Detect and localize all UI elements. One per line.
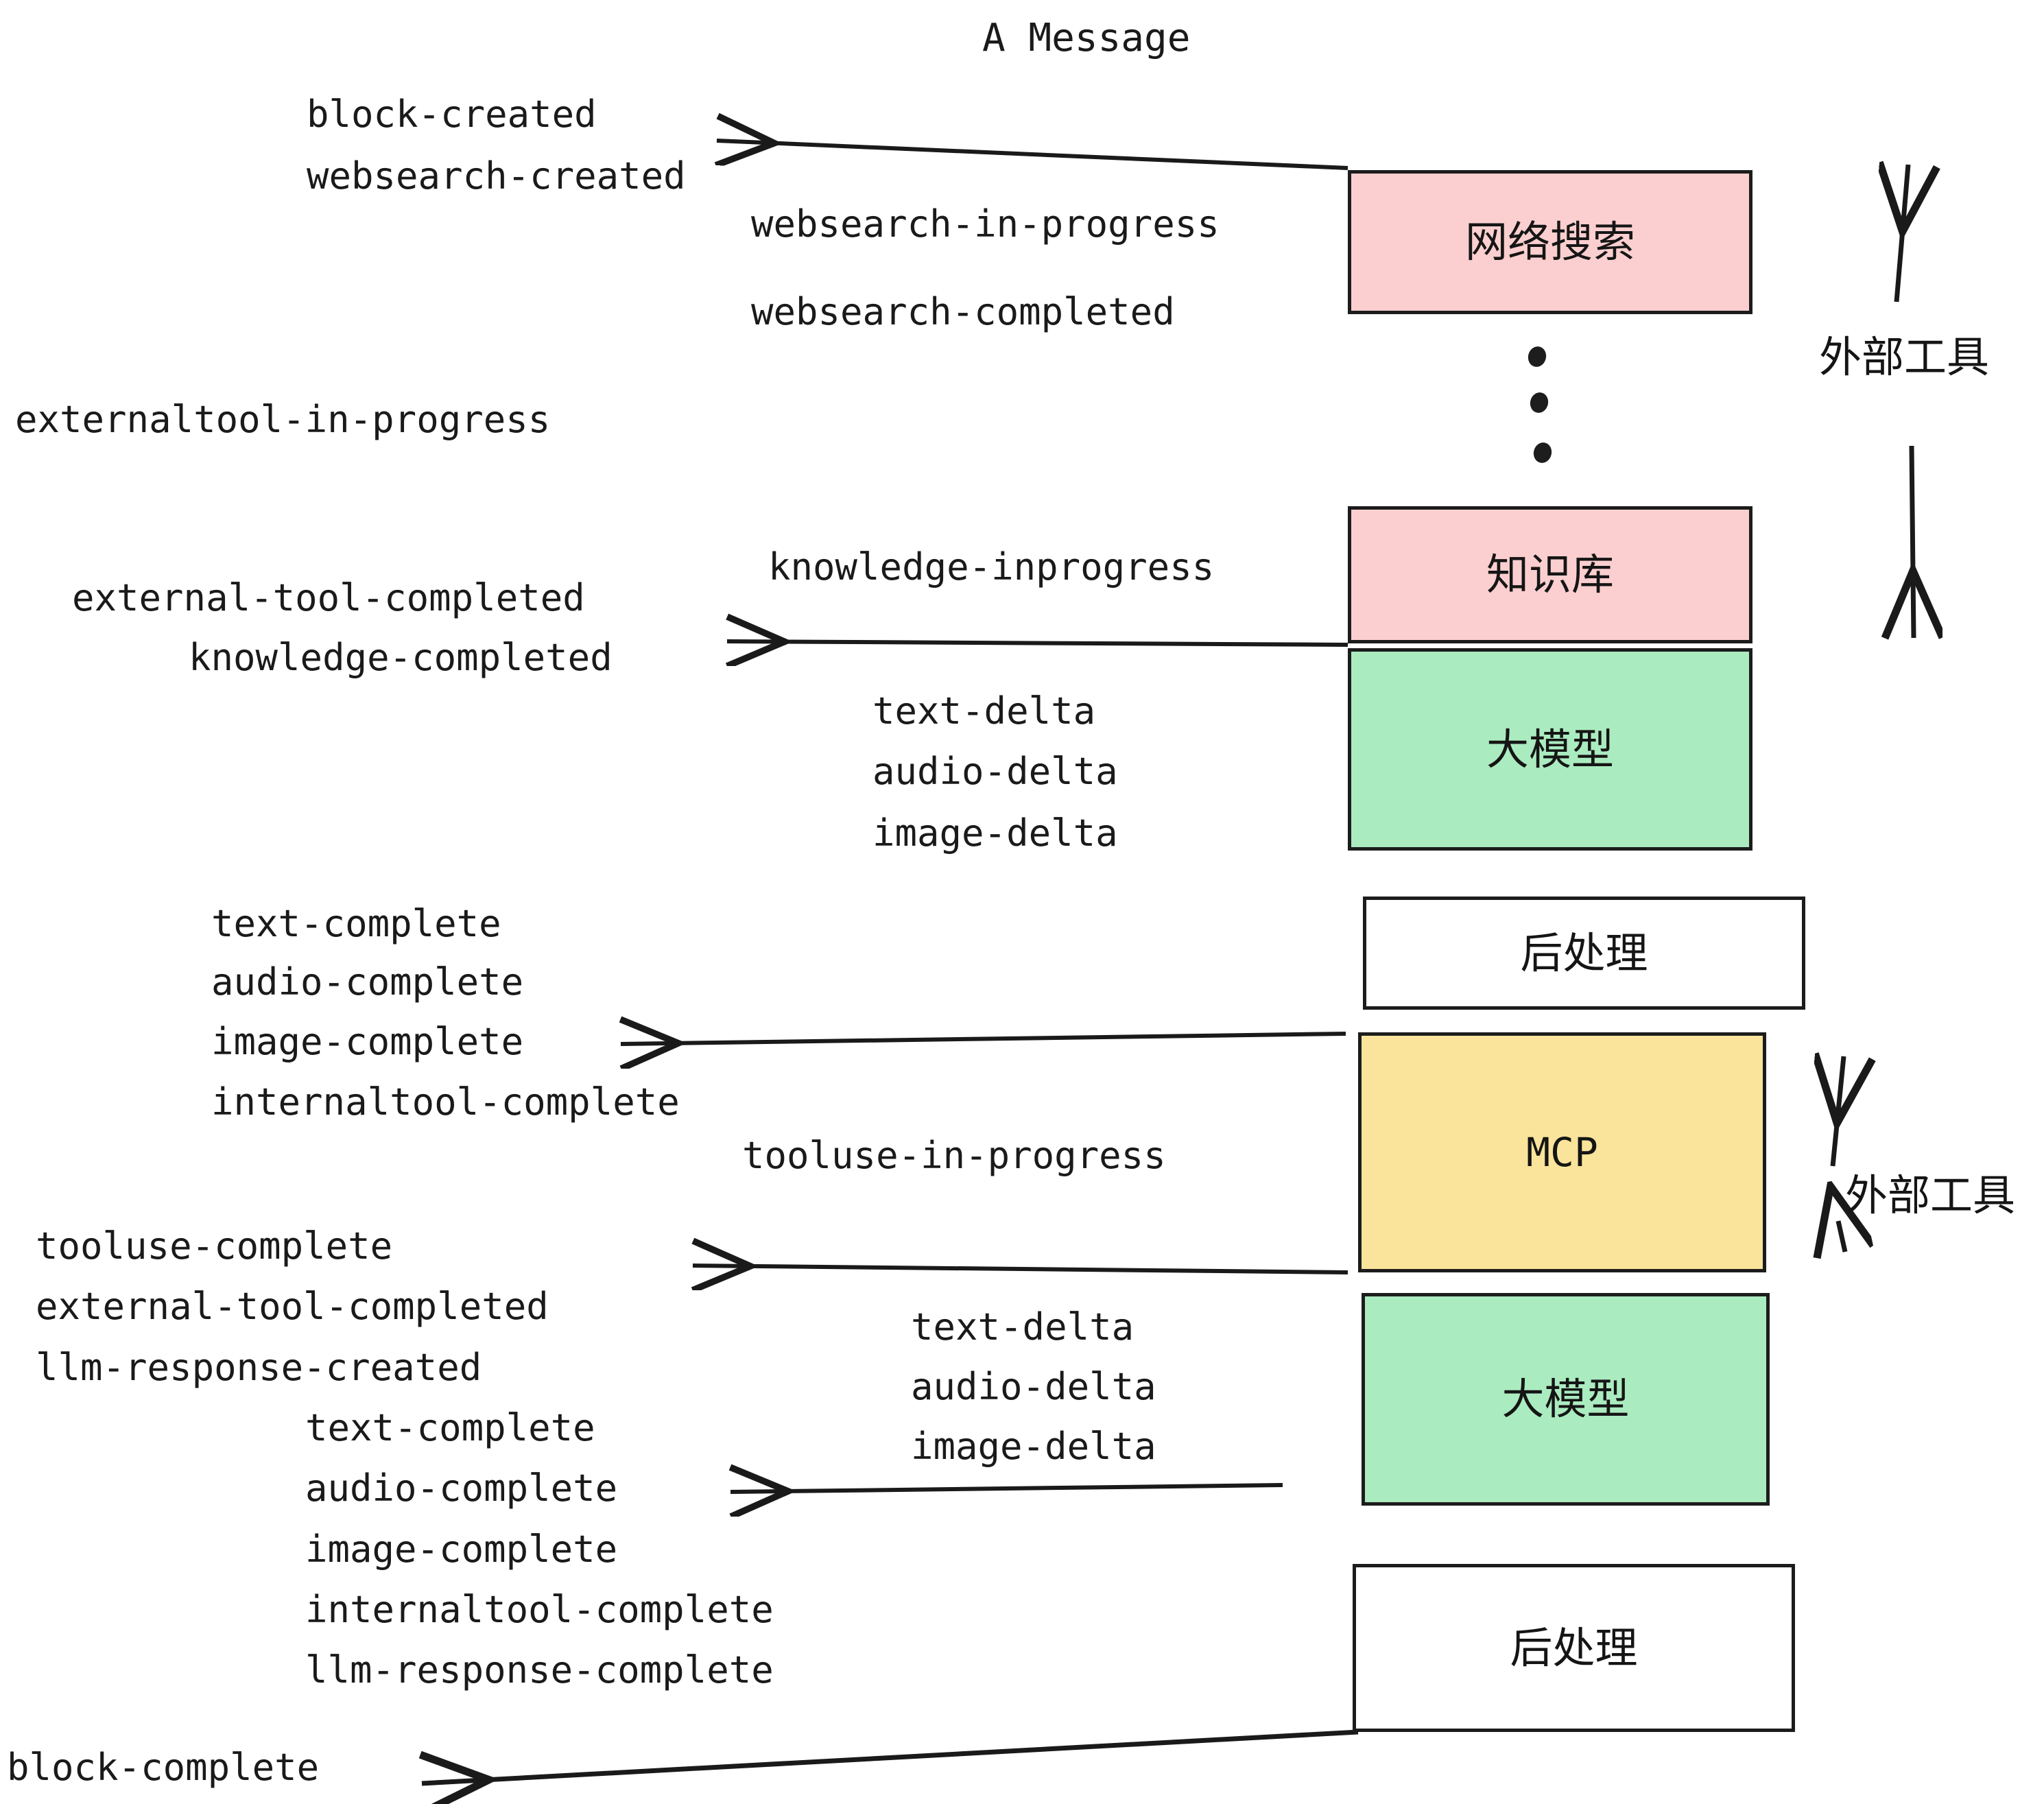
event-external-tool-completed-1: external-tool-completed <box>72 576 585 619</box>
connector-mcp-to-tooluse-complete <box>693 1266 1348 1272</box>
event-internaltool-complete-1: internaltool-complete <box>211 1080 680 1124</box>
event-external-tool-completed-2: external-tool-completed <box>36 1285 549 1328</box>
event-knowledge-completed: knowledge-completed <box>189 636 613 679</box>
node-postprocess-2[interactable]: 后处理 <box>1353 1564 1795 1732</box>
event-audio-complete-2: audio-complete <box>305 1467 618 1510</box>
event-block-created: block-created <box>307 93 597 136</box>
event-text-delta-2: text-delta <box>911 1305 1134 1349</box>
event-internaltool-complete-2: internaltool-complete <box>305 1588 774 1631</box>
node-llm-1[interactable]: 大模型 <box>1348 648 1752 851</box>
node-knowledge[interactable]: 知识库 <box>1348 506 1752 643</box>
connector-llm2-to-audio-complete <box>730 1485 1283 1492</box>
event-text-complete-1: text-complete <box>211 902 501 945</box>
external-tools-down-arrow-top <box>1912 445 1914 638</box>
event-websearch-completed: websearch-completed <box>751 290 1175 333</box>
external-tools-up-arrow-top <box>1897 165 1908 302</box>
event-audio-complete-1: audio-complete <box>211 960 524 1004</box>
connector-knowledge-to-completed <box>727 641 1348 645</box>
event-block-complete: block-complete <box>7 1746 320 1789</box>
node-postprocess-2-label: 后处理 <box>1510 1622 1638 1673</box>
connector-postprocess2-to-block-complete <box>422 1729 1359 1783</box>
event-image-complete-1: image-complete <box>211 1020 524 1063</box>
event-llm-response-complete: llm-response-complete <box>305 1648 774 1692</box>
connector-websearch-to-created <box>717 141 1348 170</box>
event-image-delta-2: image-delta <box>911 1425 1156 1468</box>
event-image-complete-2: image-complete <box>305 1528 618 1571</box>
node-websearch-label: 网络搜索 <box>1464 217 1635 267</box>
ellipsis-dot-1 <box>1525 344 1549 369</box>
ellipsis-dot-2 <box>1528 390 1551 415</box>
event-llm-response-created: llm-response-created <box>36 1346 482 1389</box>
event-audio-delta-2: audio-delta <box>911 1365 1156 1408</box>
node-mcp-label: MCP <box>1526 1129 1598 1176</box>
diagram-title: A Message <box>982 16 1191 60</box>
connector-mcp-to-image-complete <box>621 1034 1346 1044</box>
node-llm-2[interactable]: 大模型 <box>1362 1293 1770 1506</box>
node-websearch[interactable]: 网络搜索 <box>1348 170 1752 314</box>
node-postprocess-1-label: 后处理 <box>1520 927 1648 978</box>
external-tools-up-arrow-bottom <box>1833 1056 1844 1167</box>
event-websearch-created: websearch-created <box>307 154 686 198</box>
node-llm-1-label: 大模型 <box>1486 724 1614 774</box>
node-knowledge-label: 知识库 <box>1486 549 1614 600</box>
event-audio-delta-1: audio-delta <box>872 750 1118 793</box>
node-llm-2-label: 大模型 <box>1501 1374 1630 1424</box>
event-image-delta-1: image-delta <box>872 811 1118 855</box>
event-tooluse-in-progress: tooluse-in-progress <box>742 1134 1166 1177</box>
event-knowledge-inprogress: knowledge-inprogress <box>768 545 1215 589</box>
external-tools-down-arrow-bottom <box>1838 1221 1845 1252</box>
event-externaltool-in-progress: externaltool-in-progress <box>15 398 551 441</box>
side-label-external-tools-bottom: 外部工具 <box>1845 1170 2016 1220</box>
ellipsis-dot-3 <box>1531 440 1554 465</box>
node-mcp[interactable]: MCP <box>1358 1032 1766 1272</box>
event-tooluse-complete: tooluse-complete <box>36 1224 393 1268</box>
event-text-delta-1: text-delta <box>872 689 1096 733</box>
node-postprocess-1[interactable]: 后处理 <box>1363 897 1805 1010</box>
side-label-external-tools-top: 外部工具 <box>1819 332 1990 382</box>
event-websearch-in-progress: websearch-in-progress <box>751 202 1220 246</box>
event-text-complete-2: text-complete <box>305 1406 595 1449</box>
